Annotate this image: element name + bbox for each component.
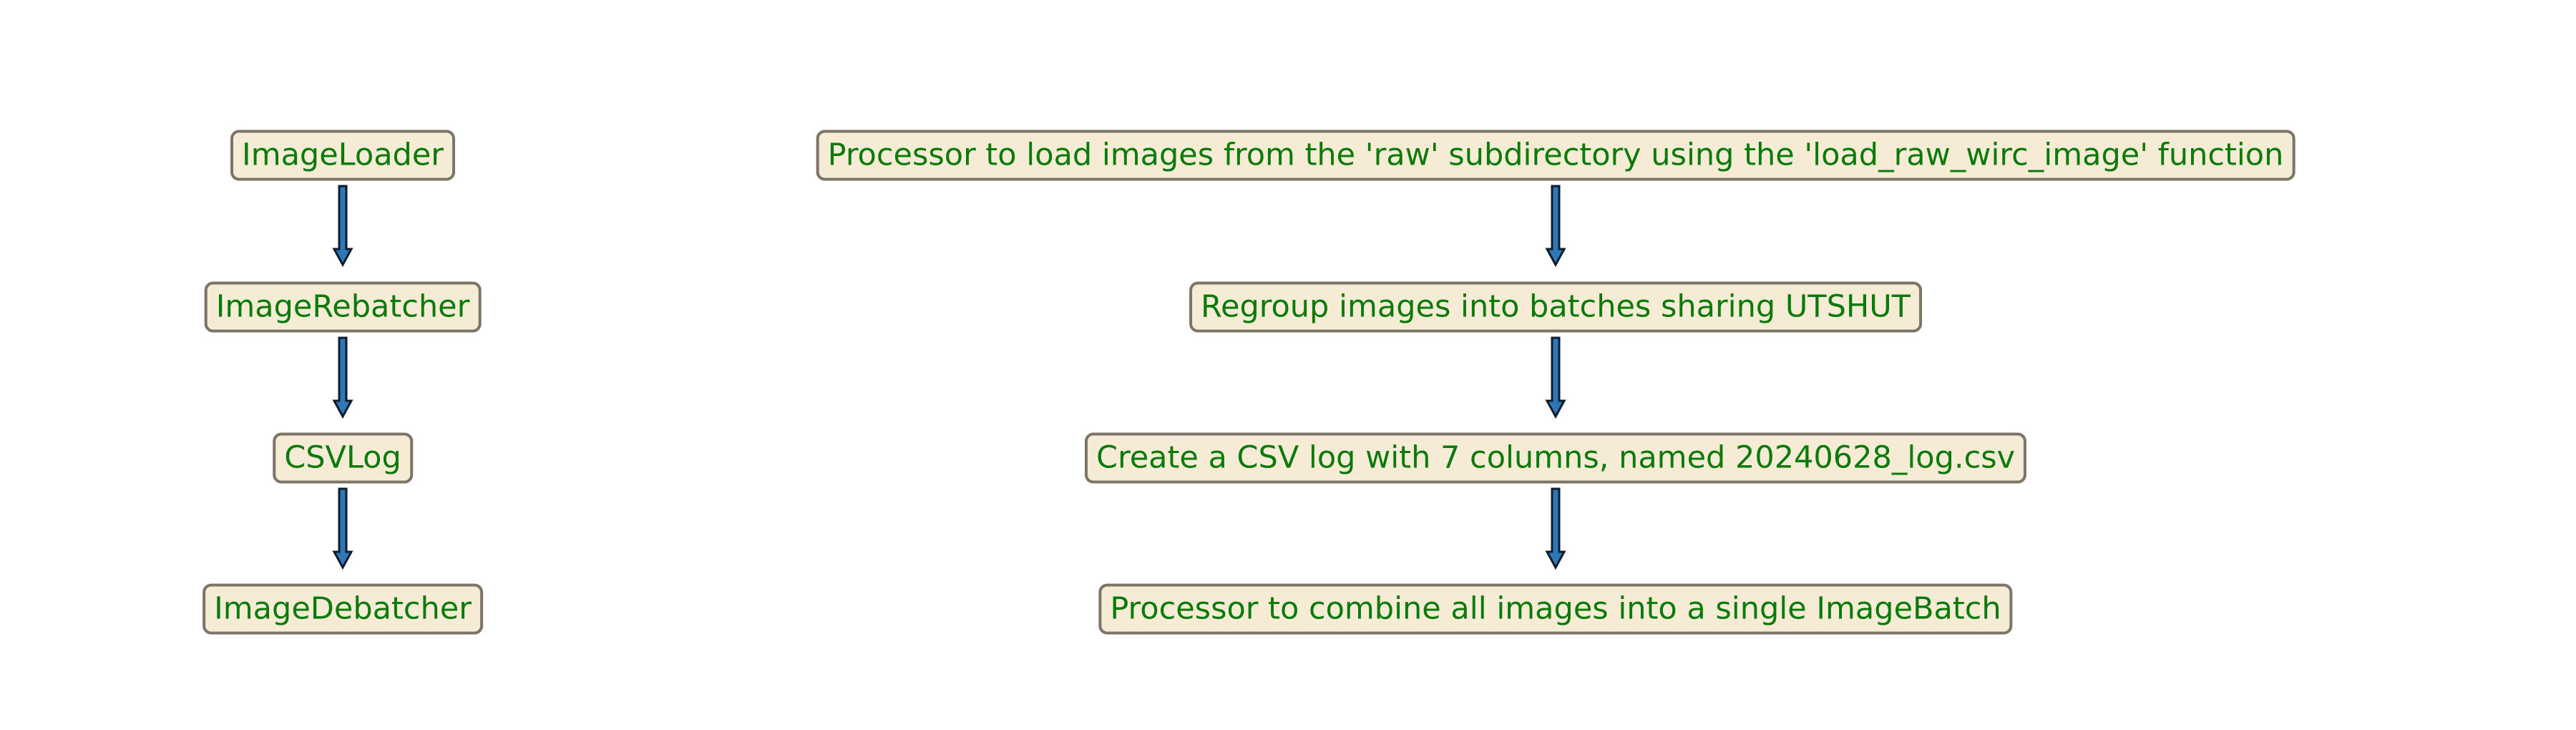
node-desc-image-debatcher: Processor to combine all images into a s… [1098,583,2013,635]
arrow-right-1-2 [1545,185,1566,268]
arrow-left-2-3 [332,336,353,419]
node-desc-image-rebatcher: Regroup images into batches sharing UTSH… [1189,281,1922,333]
node-image-rebatcher: ImageRebatcher [204,281,482,333]
node-image-loader: ImageLoader [230,130,455,181]
arrow-left-3-4 [332,487,353,570]
arrow-right-2-3 [1545,336,1566,419]
node-desc-image-loader: Processor to load images from the 'raw' … [816,130,2296,181]
arrow-right-3-4 [1545,487,1566,570]
arrow-left-1-2 [332,185,353,268]
node-image-debatcher: ImageDebatcher [203,583,483,635]
node-desc-csv-log: Create a CSV log with 7 columns, named 2… [1084,432,2027,484]
node-csv-log: CSVLog [273,432,413,484]
